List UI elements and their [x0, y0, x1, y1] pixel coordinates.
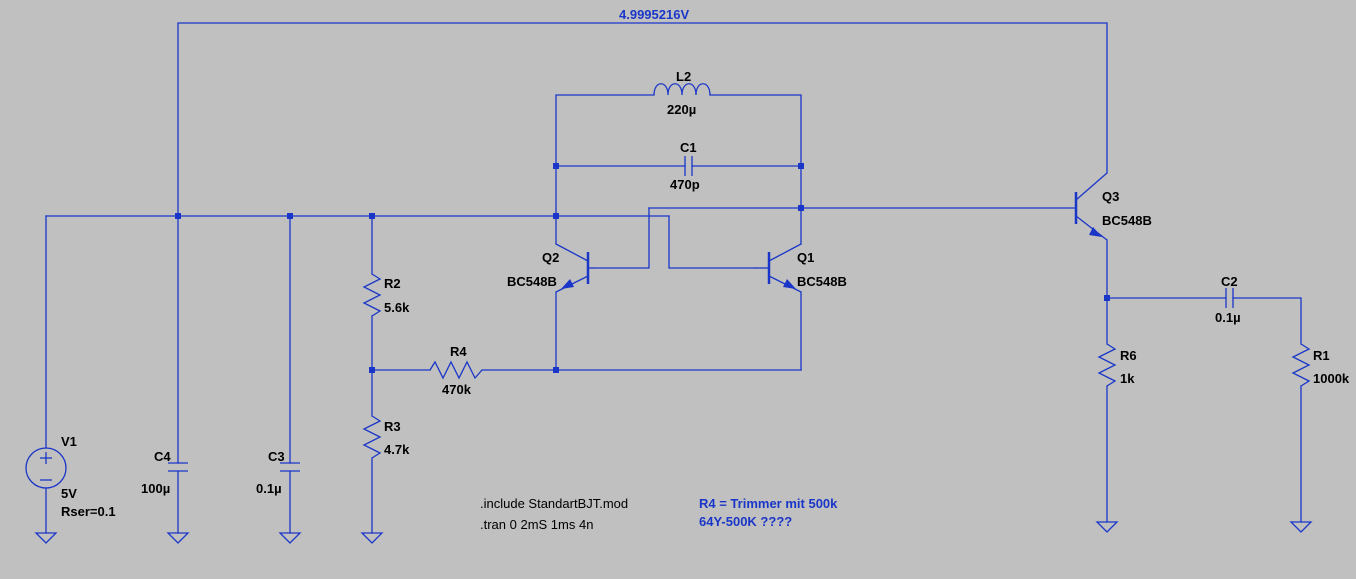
- resistor-r1[interactable]: [1291, 343, 1311, 387]
- r3-name: R3: [384, 419, 401, 434]
- wires: [45, 22, 1302, 534]
- c2-name: C2: [1221, 274, 1238, 289]
- comment-part-note[interactable]: 64Y-500K ????: [699, 514, 792, 529]
- r4-name: R4: [450, 344, 467, 359]
- capacitor-c1[interactable]: [684, 156, 693, 176]
- r6-name: R6: [1120, 348, 1137, 363]
- c1-value: 470p: [670, 177, 700, 192]
- ground-icon: [166, 532, 190, 544]
- inductor-l2[interactable]: [653, 83, 711, 96]
- voltage-source-v1[interactable]: [25, 447, 67, 489]
- resistor-r2[interactable]: [362, 273, 382, 317]
- c1-name: C1: [680, 140, 697, 155]
- spice-directive-include[interactable]: .include StandartBJT.mod: [480, 496, 628, 511]
- q1-name: Q1: [797, 250, 814, 265]
- comment-r4-note[interactable]: R4 = Trimmer mit 500k: [699, 496, 838, 511]
- transistor-q3[interactable]: [1074, 172, 1108, 241]
- ground-icon: [34, 532, 58, 544]
- capacitor-c3[interactable]: [280, 462, 300, 472]
- r2-value: 5.6k: [384, 300, 410, 315]
- v1-name: V1: [61, 434, 77, 449]
- c3-name: C3: [268, 449, 285, 464]
- r1-name: R1: [1313, 348, 1330, 363]
- l2-name: L2: [676, 69, 691, 84]
- v1-value: 5V: [61, 486, 77, 501]
- transistor-q2[interactable]: [555, 243, 594, 293]
- net-voltage-label: 4.9995216V: [619, 7, 689, 22]
- ground-icon: [278, 532, 302, 544]
- l2-value: 220µ: [667, 102, 696, 117]
- q2-name: Q2: [542, 250, 559, 265]
- q2-model: BC548B: [507, 274, 557, 289]
- q3-name: Q3: [1102, 189, 1119, 204]
- r2-name: R2: [384, 276, 401, 291]
- r3-value: 4.7k: [384, 442, 410, 457]
- ground-icon: [1289, 521, 1313, 533]
- junctions: [175, 163, 1110, 373]
- capacitor-c4[interactable]: [168, 462, 188, 472]
- resistor-r3[interactable]: [362, 415, 382, 459]
- r1-value: 1000k: [1313, 371, 1350, 386]
- v1-rser: Rser=0.1: [61, 504, 116, 519]
- resistor-r4[interactable]: [429, 360, 483, 380]
- ground-icon: [360, 532, 384, 544]
- c3-value: 0.1µ: [256, 481, 282, 496]
- c2-value: 0.1µ: [1215, 310, 1241, 325]
- q3-model: BC548B: [1102, 213, 1152, 228]
- transistor-q1[interactable]: [755, 243, 802, 293]
- ground-icon: [1095, 521, 1119, 533]
- r4-value: 470k: [442, 382, 472, 397]
- c4-value: 100µ: [141, 481, 170, 496]
- r6-value: 1k: [1120, 371, 1135, 386]
- q1-model: BC548B: [797, 274, 847, 289]
- resistor-r6[interactable]: [1097, 343, 1117, 387]
- capacitor-c2[interactable]: [1225, 288, 1234, 308]
- spice-directive-tran[interactable]: .tran 0 2mS 1ms 4n: [480, 517, 593, 532]
- c4-name: C4: [154, 449, 171, 464]
